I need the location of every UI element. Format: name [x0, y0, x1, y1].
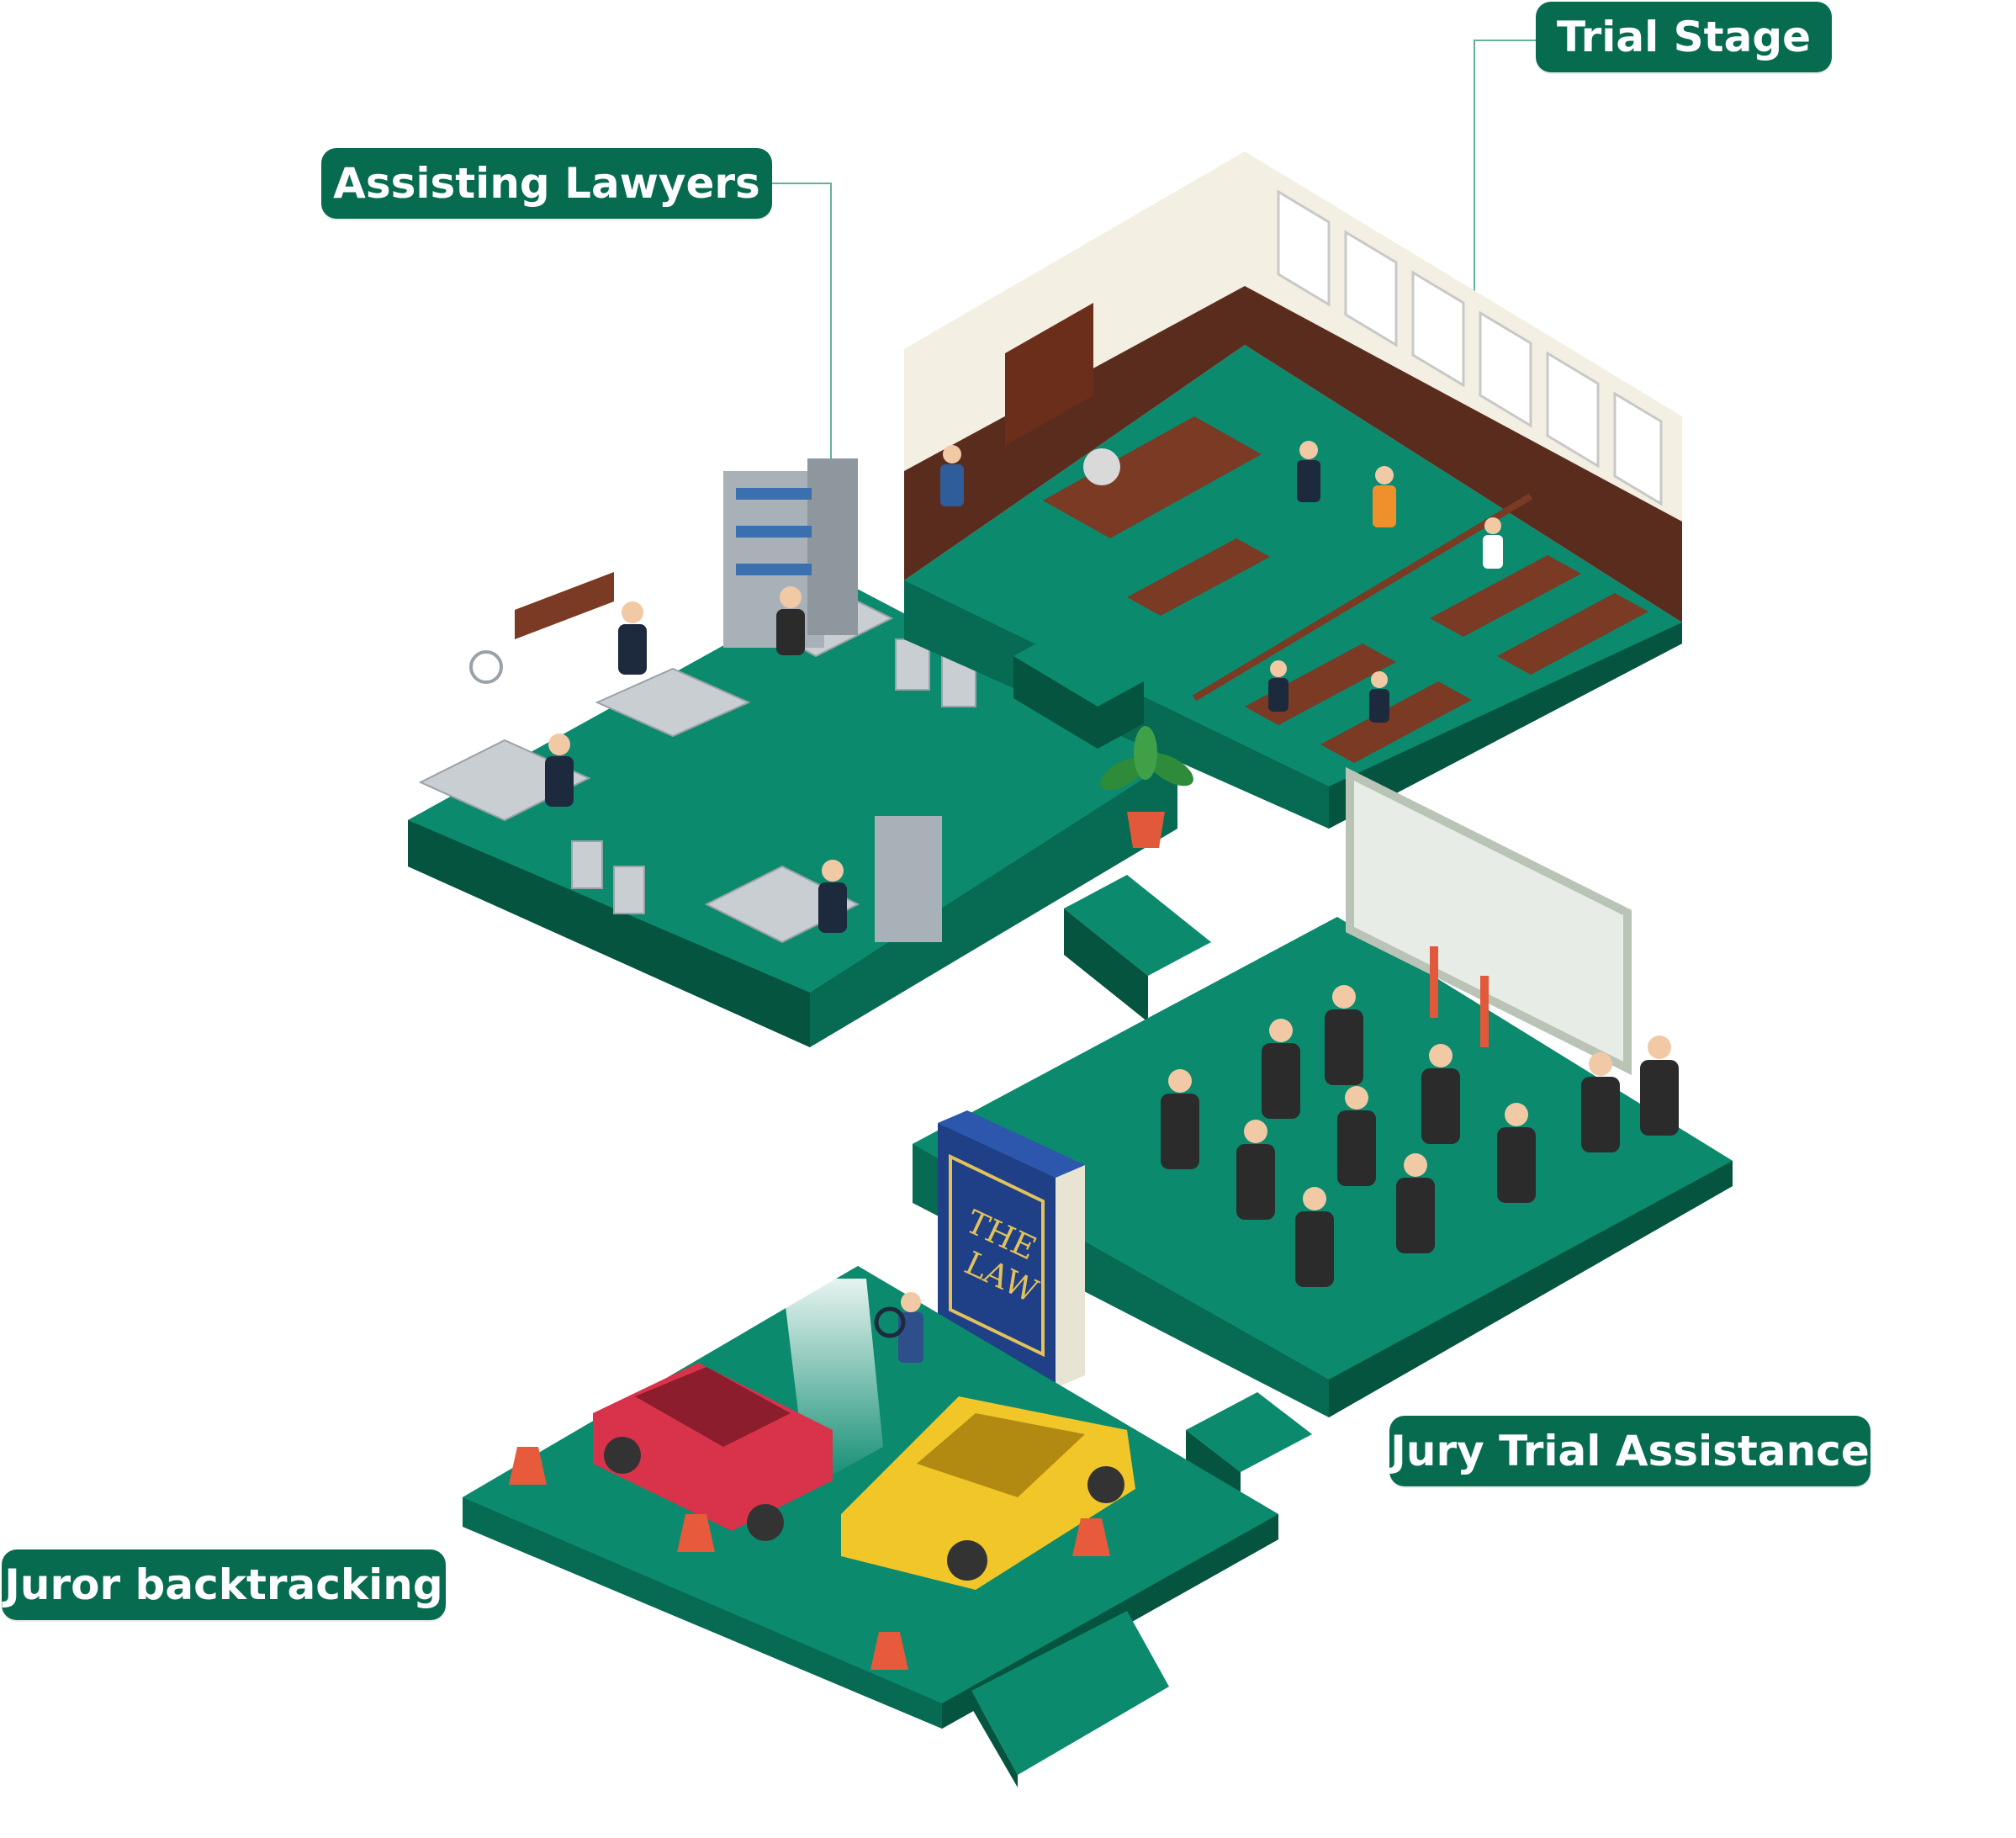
law-book-icon: THE LAW — [938, 1110, 1085, 1388]
label-trial-stage: Trial Stage — [1536, 2, 1832, 72]
red-car-icon — [593, 1363, 833, 1541]
accident-platform — [463, 1266, 1278, 1788]
stairs-middle — [1064, 875, 1211, 1022]
office-platform — [408, 458, 1177, 1047]
label-leader-lines — [772, 40, 1536, 471]
label-assisting-lawyers: Assisting Lawyers — [321, 148, 772, 219]
jury-room-platform — [913, 766, 1733, 1417]
label-jury-trial-assistance: Jury Trial Assistance — [1389, 1416, 1870, 1486]
traffic-cone-icon — [509, 1447, 1110, 1670]
label-juror-backtracking: Juror backtracking — [2, 1549, 446, 1620]
yellow-car-icon — [841, 1396, 1135, 1590]
potted-plant-icon — [1100, 726, 1193, 848]
stairs-upper — [1013, 631, 1144, 749]
